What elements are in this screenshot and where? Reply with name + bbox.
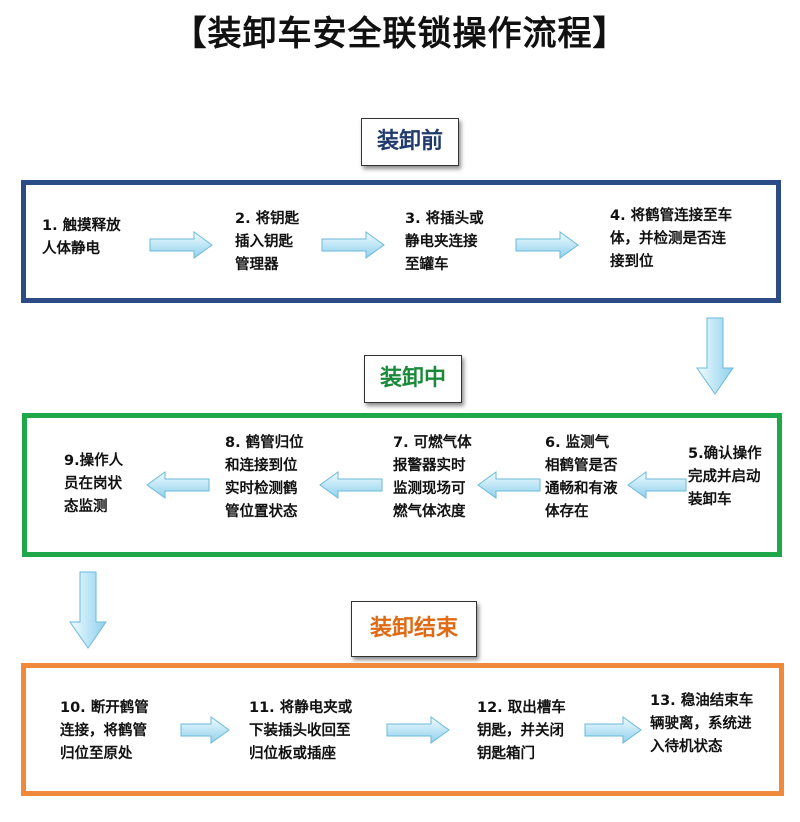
step-line: 静电夹连接 xyxy=(405,234,478,250)
step-line: 管位置状态 xyxy=(225,504,298,520)
arrow-right-icon xyxy=(180,716,230,744)
step-line: 态监测 xyxy=(64,499,108,515)
step-2: 2. 将钥匙插入钥匙管理器 xyxy=(235,208,299,277)
step-8: 8. 鹤管归位和连接到位实时检测鹤管位置状态 xyxy=(225,432,304,524)
step-line: 10. 断开鹤管 xyxy=(60,700,149,716)
arrow-right-icon xyxy=(386,716,450,744)
arrow-down-icon xyxy=(696,317,734,395)
panel-before xyxy=(21,180,781,303)
step-4: 4. 将鹤管连接至车体，并检测是否连接到位 xyxy=(610,205,732,274)
step-line: 插入钥匙 xyxy=(235,234,293,250)
step-line: 监测现场可 xyxy=(393,481,466,497)
step-line: 人体静电 xyxy=(42,241,100,257)
stage-label-before-text: 装卸前 xyxy=(376,129,443,154)
step-10: 10. 断开鹤管连接，将鹤管归位至原处 xyxy=(60,697,149,766)
step-line: 入待机状态 xyxy=(650,739,723,755)
step-line: 钥匙箱门 xyxy=(477,746,535,762)
stage-label-during-text: 装卸中 xyxy=(379,366,446,391)
step-line: 和连接到位 xyxy=(225,458,298,474)
step-line: 1. 触摸释放 xyxy=(42,218,121,234)
step-line: 7. 可燃气体 xyxy=(393,435,472,451)
step-line: 辆驶离，系统进 xyxy=(650,716,752,732)
step-line: 相鹤管是否 xyxy=(545,458,618,474)
step-13: 13. 稳油结束车辆驶离，系统进入待机状态 xyxy=(650,690,753,759)
arrow-left-icon xyxy=(319,471,383,499)
step-line: 12. 取出槽车 xyxy=(477,700,566,716)
step-line: 9.操作人 xyxy=(64,453,124,469)
step-line: 11. 将静电夹或 xyxy=(249,700,353,716)
arrow-left-icon xyxy=(627,471,687,499)
step-line: 实时检测鹤 xyxy=(225,481,298,497)
arrow-right-icon xyxy=(584,716,642,744)
stage-label-before: 装卸前 xyxy=(361,118,459,166)
step-line: 13. 稳油结束车 xyxy=(650,693,754,709)
step-line: 3. 将插头或 xyxy=(405,211,484,227)
arrow-left-icon xyxy=(477,471,541,499)
step-line: 归位至原处 xyxy=(60,746,133,762)
step-line: 下装插头收回至 xyxy=(249,723,351,739)
step-line: 报警器实时 xyxy=(393,458,466,474)
step-line: 钥匙，并关闭 xyxy=(477,723,564,739)
step-line: 4. 将鹤管连接至车 xyxy=(610,208,733,224)
step-line: 6. 监测气 xyxy=(545,435,610,451)
step-line: 燃气体浓度 xyxy=(393,504,466,520)
step-line: 至罐车 xyxy=(405,257,449,273)
stage-label-end-text: 装卸结束 xyxy=(369,616,458,641)
step-line: 完成并启动 xyxy=(688,469,761,485)
step-line: 装卸车 xyxy=(688,492,732,508)
arrow-right-icon xyxy=(515,231,579,259)
step-7: 7. 可燃气体报警器实时监测现场可燃气体浓度 xyxy=(393,432,472,524)
arrow-down-icon xyxy=(69,571,107,649)
stage-label-end: 装卸结束 xyxy=(351,601,477,657)
step-6: 6. 监测气相鹤管是否通畅和有液体存在 xyxy=(545,432,618,524)
step-line: 管理器 xyxy=(235,257,279,273)
step-line: 5.确认操作 xyxy=(688,446,762,462)
step-line: 归位板或插座 xyxy=(249,746,336,762)
step-line: 体存在 xyxy=(545,504,589,520)
step-3: 3. 将插头或静电夹连接至罐车 xyxy=(405,208,484,277)
stage-label-during: 装卸中 xyxy=(364,355,462,403)
step-11: 11. 将静电夹或下装插头收回至归位板或插座 xyxy=(249,697,352,766)
step-1: 1. 触摸释放人体静电 xyxy=(42,215,121,261)
step-line: 体，并检测是否连 xyxy=(610,231,726,247)
arrow-right-icon xyxy=(321,231,385,259)
step-line: 8. 鹤管归位 xyxy=(225,435,304,451)
step-line: 员在岗状 xyxy=(64,476,122,492)
arrow-right-icon xyxy=(149,231,213,259)
step-9: 9.操作人员在岗状态监测 xyxy=(64,450,123,519)
step-line: 接到位 xyxy=(610,254,654,270)
step-line: 2. 将钥匙 xyxy=(235,211,300,227)
step-12: 12. 取出槽车钥匙，并关闭钥匙箱门 xyxy=(477,697,566,766)
arrow-left-icon xyxy=(146,471,210,499)
step-line: 连接，将鹤管 xyxy=(60,723,147,739)
step-line: 通畅和有液 xyxy=(545,481,618,497)
step-5: 5.确认操作完成并启动装卸车 xyxy=(688,443,762,512)
page-title: 【装卸车安全联锁操作流程】 xyxy=(172,14,628,54)
